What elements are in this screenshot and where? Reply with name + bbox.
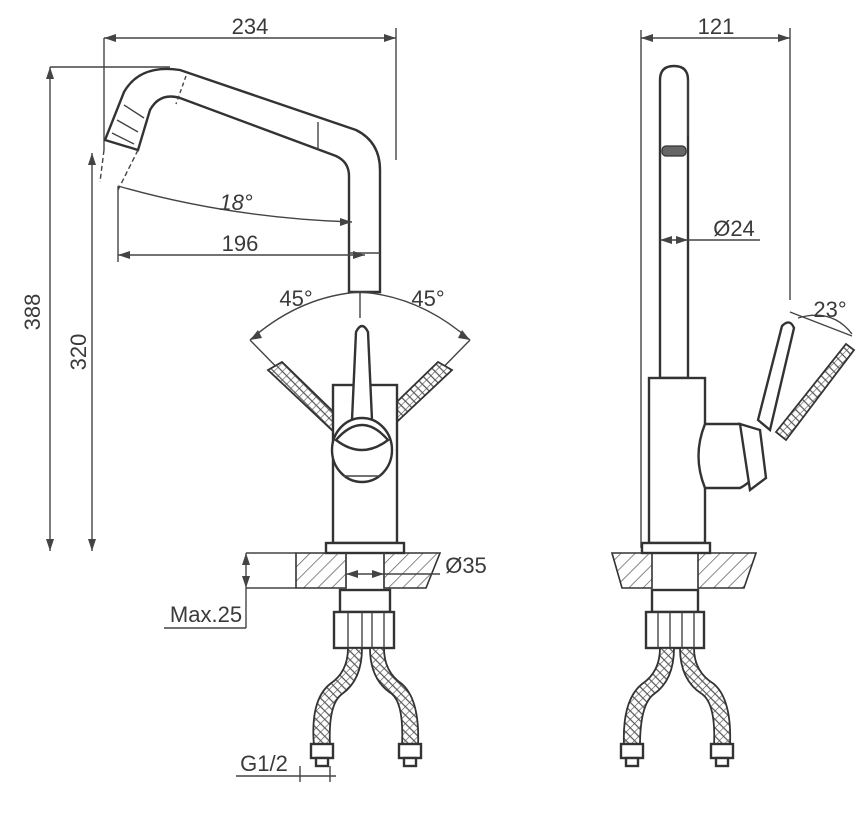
dim-angle-18: 18°	[117, 185, 353, 226]
dim-lever-angles: 45° 45°	[249, 286, 471, 433]
side-width-label: 121	[698, 14, 735, 39]
front-view: 234 388 320	[20, 14, 487, 782]
countertop-front	[295, 552, 442, 589]
spout-angle-label: 18°	[219, 190, 252, 215]
countertop-side	[610, 552, 758, 589]
lever-angle-right-label: 45°	[411, 286, 444, 311]
lever-side	[756, 321, 856, 442]
front-width-label: 234	[232, 14, 269, 39]
dim-width-234: 234	[103, 14, 397, 160]
spout-diameter-label: Ø24	[713, 216, 755, 241]
spout	[99, 67, 382, 294]
dim-reach-196: 196	[117, 186, 365, 262]
hole-diameter-label: Ø35	[445, 553, 487, 578]
dim-max-thickness: Max.25	[164, 552, 296, 629]
faucet-body-side	[640, 376, 768, 555]
thread-label: G1/2	[240, 751, 288, 776]
dim-lever-tilt: 23°	[789, 297, 853, 337]
dim-spout-diameter: Ø24	[660, 216, 760, 244]
spout-side	[658, 64, 690, 380]
lever-angle-left-label: 45°	[279, 286, 312, 311]
height-320-label: 320	[66, 334, 91, 371]
hoses-side	[619, 647, 735, 768]
dim-height-320: 320	[66, 153, 96, 551]
side-view: 121 Ø24 23	[610, 14, 856, 768]
mounting-nut-side	[644, 588, 706, 650]
spout-reach-label: 196	[222, 231, 259, 256]
hoses-front	[309, 647, 423, 768]
dim-side-width: 121	[640, 14, 791, 548]
height-388-label: 388	[20, 294, 45, 331]
faucet-body-front	[324, 324, 406, 555]
max-thickness-label: Max.25	[170, 602, 242, 627]
mounting-nut-front	[332, 588, 396, 650]
dim-hole-35: Ø35	[346, 553, 487, 578]
dim-thread: G1/2	[236, 751, 336, 782]
dim-height-388: 388	[20, 66, 170, 551]
lever-tilt-label: 23°	[813, 297, 846, 322]
